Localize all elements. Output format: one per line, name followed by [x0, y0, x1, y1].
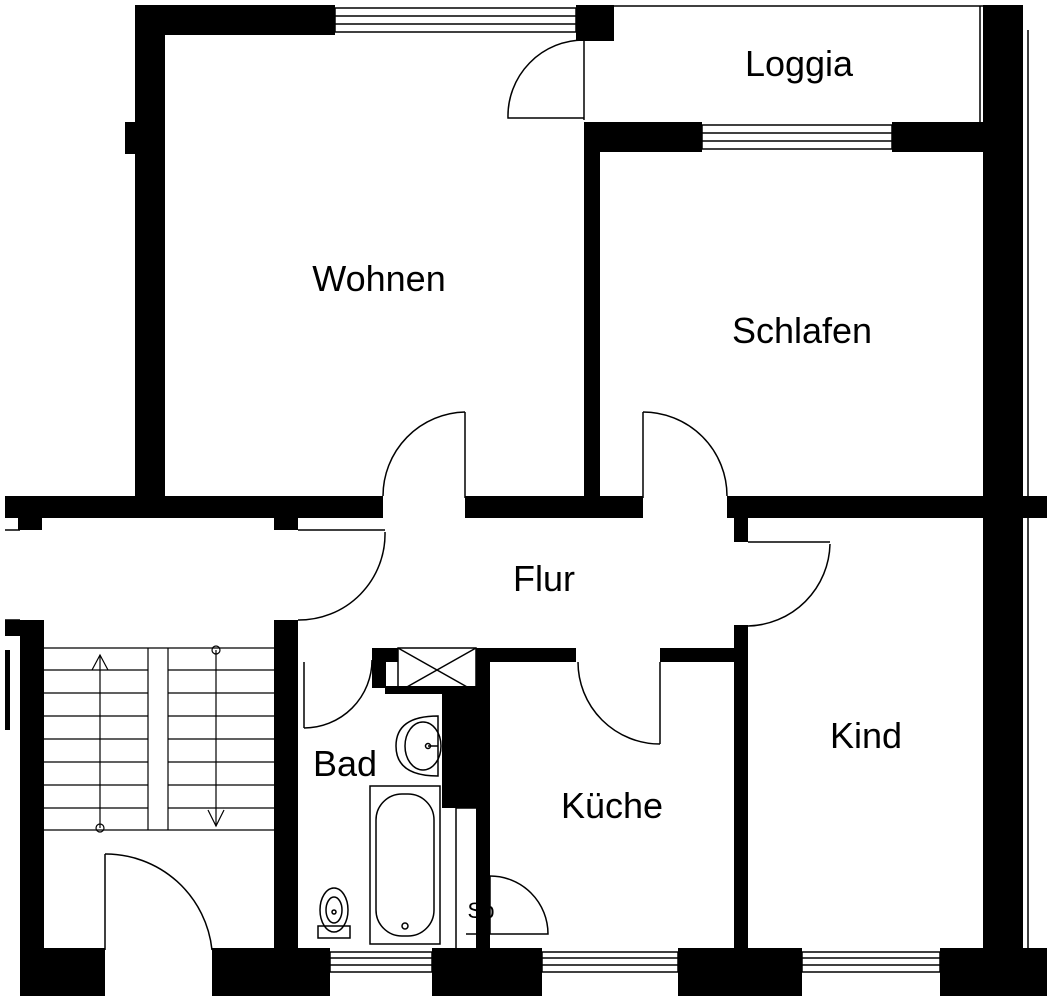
- wall-wohnen-left: [135, 5, 165, 500]
- room-label-kind: Kind: [830, 715, 902, 756]
- room-label-schlafen: Schlafen: [732, 310, 872, 351]
- stairs: [44, 645, 274, 833]
- wall-mid-right: [727, 496, 1047, 518]
- wall-stub-c: [734, 512, 748, 542]
- wall-wohnen-left-bump: [125, 122, 137, 154]
- wall-mid-left: [5, 496, 383, 518]
- window-icon: [701, 124, 893, 150]
- door-swing-icon: [642, 411, 728, 498]
- room-label-flur: Flur: [513, 558, 575, 599]
- wall-mid-center: [465, 496, 643, 518]
- door-swing-icon: [382, 411, 466, 498]
- window-icon: [541, 951, 679, 973]
- stair-arrow-icon: [91, 653, 109, 833]
- wall-flur-bottom-c: [476, 648, 576, 662]
- walls: [5, 5, 1047, 996]
- door-swing-icon: [577, 661, 661, 745]
- door-swing-icon: [297, 529, 386, 621]
- door-swing-icon: [303, 659, 373, 729]
- sink-icon: [395, 715, 442, 777]
- stair-arrow-icon: [207, 645, 225, 828]
- room-label-loggia: Loggia: [745, 43, 854, 84]
- wall-bottom-e: [940, 948, 1047, 996]
- wall-bottom-c: [432, 948, 542, 996]
- doors: [104, 39, 831, 951]
- thin-lines: [5, 5, 1029, 948]
- wall-stub-b: [274, 512, 298, 530]
- window-icon: [329, 951, 433, 973]
- wall-right-exterior: [983, 5, 1023, 950]
- toilet-icon: [317, 887, 351, 939]
- wall-bad-kueche: [476, 648, 490, 948]
- wall-top-mid: [576, 5, 614, 41]
- door-swing-icon: [507, 39, 585, 120]
- room-label-wohnen: Wohnen: [312, 258, 445, 299]
- wall-wohnen-schlafen: [584, 122, 600, 500]
- window-icon: [334, 7, 577, 33]
- wall-stair-left: [20, 620, 44, 950]
- wall-loggia-bottom-left: [584, 122, 702, 152]
- door-swing-icon: [104, 853, 213, 951]
- wall-bottom-d: [678, 948, 802, 996]
- door-swing-icon: [747, 541, 831, 627]
- room-labels: Loggia Wohnen Schlafen Flur Kind Bad Küc…: [312, 43, 902, 923]
- wall-stair-right: [274, 620, 298, 950]
- bathtub-icon: [369, 785, 441, 945]
- windows: [329, 7, 941, 973]
- wall-shaft: [442, 688, 476, 808]
- shower-icon: [397, 647, 477, 693]
- door-swing-icon: [466, 875, 549, 935]
- room-label-bad: Bad: [313, 743, 377, 784]
- wall-bottom-b: [212, 948, 330, 996]
- wall-kind-left: [734, 625, 748, 950]
- room-label-kueche: Küche: [561, 785, 663, 826]
- wall-loggia-bottom-right: [892, 122, 984, 152]
- window-icon: [801, 951, 941, 973]
- room-label-speisekammer: Sp: [468, 898, 495, 923]
- wall-bottom-a: [20, 948, 105, 996]
- fixtures: [317, 647, 477, 945]
- wall-shaft-top: [385, 686, 477, 694]
- wall-flur-bottom-b: [372, 648, 398, 662]
- wall-stub-a: [18, 512, 42, 530]
- wall-flur-bottom-d: [660, 648, 740, 662]
- wall-top-left: [135, 5, 335, 35]
- wall-stair-stub: [5, 620, 25, 636]
